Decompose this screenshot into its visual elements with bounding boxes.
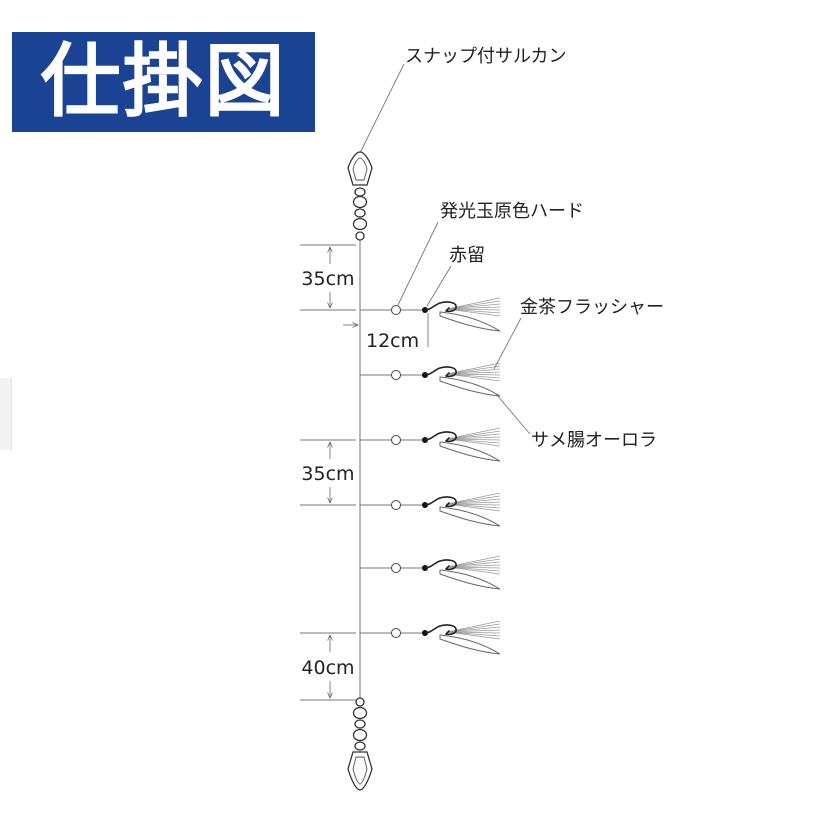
dropper-branch-2: [360, 362, 501, 397]
bottom-swivel-link: [354, 741, 366, 751]
flasher-strands: [446, 492, 501, 512]
flasher-strands: [446, 362, 501, 382]
leader-flasher: [493, 317, 522, 370]
hook-icon: [424, 559, 457, 571]
dimension-mid-spacing: 35cm: [300, 439, 356, 506]
bottom-swivel: [352, 697, 368, 751]
shark-skin-strip: [439, 634, 501, 655]
label-red-stopper: 赤留: [449, 245, 485, 266]
top-swivel-barrel: [352, 195, 368, 209]
flasher-strands: [446, 555, 501, 575]
hook-icon: [424, 431, 457, 443]
bottom-snap-inner: [352, 756, 368, 785]
dimension-label-branch: 12cm: [366, 330, 419, 352]
shark-skin-strip: [439, 506, 501, 527]
dimension-branch-length: 12cm: [343, 313, 429, 352]
bottom-swivel-ring: [355, 697, 365, 707]
shark-skin-strip: [439, 376, 501, 397]
shark-skin-strip: [439, 311, 501, 332]
flasher-strand: [446, 631, 501, 640]
dimension-bottom-spacing: 40cm: [300, 632, 356, 701]
side-panel-edge: [0, 378, 12, 450]
hook-icon: [424, 301, 457, 313]
dimension-top-spacing: 35cm: [300, 244, 356, 311]
luminous-bead: [391, 500, 401, 510]
hook-icon: [424, 496, 457, 508]
leader-red-stopper: [426, 265, 452, 307]
luminous-bead: [391, 563, 401, 573]
luminous-bead: [391, 370, 401, 380]
hook-icon: [424, 624, 457, 636]
flasher-strand: [446, 503, 501, 512]
top-snap: [347, 151, 373, 186]
label-snap-swivel: スナップ付サルカン: [405, 46, 566, 67]
dropper-branch-1: [360, 297, 501, 332]
luminous-bead: [391, 435, 401, 445]
dropper-branch-5: [360, 555, 501, 590]
top-snap-body: [347, 151, 373, 186]
flasher-strand: [446, 438, 501, 447]
dropper-branch-3: [360, 427, 501, 462]
leader-shark-skin: [495, 393, 531, 435]
leader-luminous-bead: [397, 221, 439, 306]
bottom-swivel-barrel: [352, 706, 368, 720]
top-swivel-barrel: [352, 217, 368, 231]
page-title: 仕掛図: [40, 35, 287, 128]
dimension-label-mid: 35cm: [301, 463, 354, 485]
top-swivel: [352, 187, 368, 241]
luminous-bead: [391, 305, 401, 315]
shark-skin-strip: [439, 569, 501, 590]
label-flasher: 金茶フラッシャー: [520, 297, 664, 318]
luminous-bead: [391, 628, 401, 638]
bottom-swivel-barrel: [352, 728, 368, 742]
dropper-branch-4: [360, 492, 501, 527]
bottom-snap: [347, 751, 373, 791]
dropper-branches: [360, 297, 501, 655]
top-swivel-link: [354, 208, 366, 218]
flasher-strands: [446, 620, 501, 640]
dropper-branch-6: [360, 620, 501, 655]
dimension-label-top: 35cm: [301, 268, 354, 290]
flasher-strands: [446, 427, 501, 447]
top-swivel-ring: [355, 231, 365, 241]
top-swivel-link: [354, 187, 366, 197]
flasher-strand: [446, 566, 501, 575]
hook-icon: [424, 366, 457, 378]
title-banner: 仕掛図: [12, 32, 315, 132]
shark-skin-strip: [439, 441, 501, 462]
bottom-snap-body: [347, 751, 373, 791]
label-shark-skin: サメ腸オーロラ: [531, 430, 657, 451]
label-luminous-bead: 発光玉原色ハード: [440, 201, 584, 222]
top-snap-inner: [352, 157, 368, 181]
bottom-swivel-link: [354, 719, 366, 729]
leader-snap-swivel: [359, 63, 405, 154]
flasher-strand: [446, 308, 501, 317]
dimension-label-bottom: 40cm: [301, 657, 354, 679]
flasher-strand: [446, 373, 501, 382]
flasher-strands: [446, 297, 501, 317]
